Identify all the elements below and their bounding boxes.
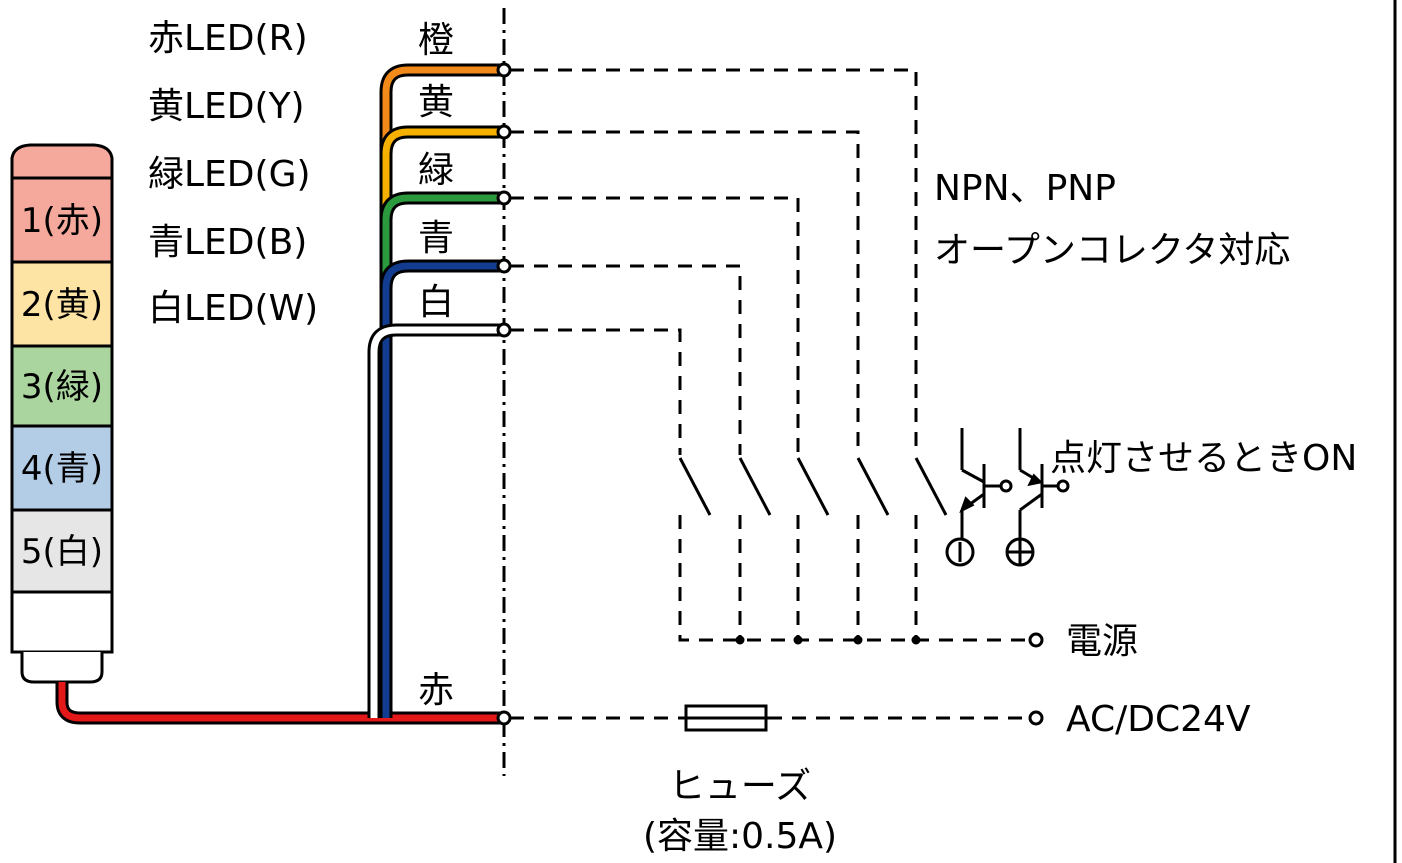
switch-green — [796, 457, 830, 516]
tower-segment-label-4: 4(青) — [21, 449, 103, 489]
fuse-body — [684, 704, 768, 732]
switch-orange — [914, 457, 948, 516]
external-wiring — [510, 68, 1028, 720]
junction-dots — [735, 635, 921, 645]
switch-white — [678, 457, 712, 516]
wire-orange — [382, 66, 500, 718]
terminal-orange — [496, 62, 512, 78]
terminal-white — [496, 322, 512, 338]
wire-label-orange: 橙 — [418, 20, 454, 61]
voltage-label: AC/DC24V — [1066, 699, 1251, 740]
fuse-capacity-label: (容量:0.5A) — [643, 816, 837, 857]
wire-label-green: 緑 — [418, 150, 454, 191]
collector-note-line2: オープンコレクタ対応 — [934, 230, 1290, 271]
terminal-blue — [496, 258, 512, 274]
relay-switches — [678, 457, 948, 516]
tower-segment-label-5: 5(白) — [21, 532, 103, 572]
signal-tower: 1(赤) 2(黄) 3(緑) 4(青) 5(白) — [10, 143, 114, 684]
wire-red — [58, 682, 500, 722]
wire-white — [370, 326, 500, 718]
tower-base — [10, 590, 114, 654]
npn-transistor — [959, 428, 1013, 538]
switch-blue — [738, 457, 772, 516]
pnp-transistor — [1018, 428, 1070, 538]
terminal-green — [496, 190, 512, 206]
wire-label-white: 白 — [418, 282, 454, 323]
switch-yellow — [856, 457, 890, 516]
fuse — [682, 704, 768, 732]
power-terminal-1 — [1028, 632, 1044, 648]
power-terminal-2 — [1028, 710, 1044, 726]
led-label-white: 白LED(W) — [148, 288, 318, 329]
tower-segment-label-1: 1(赤) — [21, 201, 103, 241]
fuse-label: ヒューズ — [669, 766, 811, 807]
tower-segment-label-2: 2(黄) — [21, 285, 103, 325]
power-label: 電源 — [1066, 621, 1138, 662]
wire-label-red: 赤 — [418, 670, 454, 711]
led-label-blue: 青LED(B) — [148, 222, 307, 263]
plus-symbol — [1005, 537, 1035, 567]
tower-segment-2 — [10, 260, 114, 348]
wire-label-yellow: 黄 — [418, 82, 454, 123]
switch-on-note: 点灯させるときON — [1050, 438, 1357, 479]
tower-foot — [20, 652, 104, 684]
led-label-yellow: 黄LED(Y) — [148, 86, 305, 127]
wire-yellow — [382, 128, 500, 718]
tower-cap — [10, 143, 114, 180]
wire-green — [382, 194, 500, 718]
wire-blue — [382, 262, 500, 718]
tower-segment-label-3: 3(緑) — [21, 367, 103, 407]
collector-note-line1: NPN、PNP — [934, 168, 1116, 209]
led-label-red: 赤LED(R) — [148, 18, 308, 59]
minus-symbol — [945, 537, 975, 567]
led-label-green: 緑LED(G) — [148, 154, 311, 195]
terminals — [496, 62, 1044, 726]
cable-bundle — [55, 63, 500, 725]
tower-segment-5 — [10, 508, 114, 594]
wire-label-blue: 青 — [418, 218, 454, 259]
terminal-yellow — [496, 124, 512, 140]
terminal-red — [496, 710, 512, 726]
